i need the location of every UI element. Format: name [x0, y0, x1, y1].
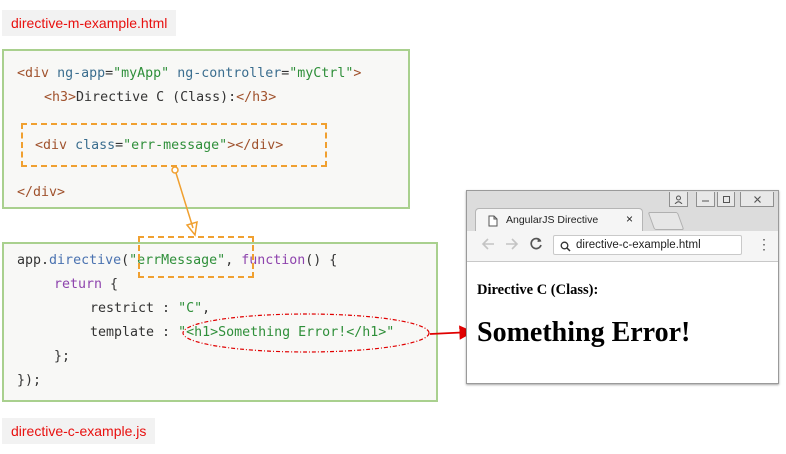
browser-toolbar: directive-c-example.html ⋮ — [467, 231, 778, 262]
js-code-line-2: return { — [54, 277, 119, 292]
maximize-button[interactable] — [717, 192, 735, 207]
js-code-line-1: app.directive("errMessage", function() { — [17, 253, 338, 268]
js-code-line-6: }); — [17, 373, 42, 388]
page-heading: Directive C (Class): — [477, 282, 599, 298]
tab-title: AngularJS Directive — [506, 214, 599, 226]
orange-connector — [171, 166, 198, 237]
new-tab-button[interactable] — [647, 212, 685, 230]
err-message-highlight — [21, 123, 327, 167]
rendered-output: Something Error! — [477, 317, 691, 348]
browser-tab[interactable]: AngularJS Directive × — [475, 208, 643, 232]
minimize-button[interactable] — [696, 192, 715, 207]
js-code-line-5: }; — [54, 349, 71, 364]
search-icon — [560, 239, 571, 257]
address-bar[interactable]: directive-c-example.html — [553, 235, 742, 255]
js-code-line-3: restrict : "C", — [90, 301, 211, 316]
browser-titlebar: AngularJS Directive × — [467, 191, 778, 232]
red-connector-arrow — [429, 325, 474, 340]
page-icon — [488, 214, 498, 232]
html-code-box: <div ng-app="myApp" ng-controller="myCtr… — [2, 49, 410, 209]
html-code-line-3: <div class="err-message"></div> — [35, 138, 284, 153]
user-icon[interactable] — [669, 192, 688, 207]
url-text: directive-c-example.html — [576, 239, 701, 251]
tab-close-icon[interactable]: × — [625, 212, 633, 226]
menu-dots-icon[interactable]: ⋮ — [757, 236, 771, 252]
reload-icon[interactable] — [529, 237, 543, 255]
browser-window: AngularJS Directive × directive-c-exampl… — [466, 190, 779, 384]
close-window-button[interactable] — [740, 192, 774, 207]
orange-connector-line — [175, 172, 194, 229]
js-code-line-4: template : "<h1>Something Error!</h1>" — [90, 325, 395, 340]
html-code-line-2: <h3>Directive C (Class):</h3> — [44, 90, 277, 105]
html-file-label: directive-m-example.html — [2, 10, 177, 36]
html-code-line-4: </div> — [17, 185, 66, 200]
back-arrow-icon[interactable] — [481, 237, 495, 255]
connector-start-dot — [171, 166, 179, 174]
js-file-label: directive-c-example.js — [2, 418, 156, 444]
err-message-name-highlight — [138, 236, 254, 278]
html-code-line-1: <div ng-app="myApp" ng-controller="myCtr… — [17, 66, 362, 81]
forward-arrow-icon[interactable] — [505, 237, 519, 255]
template-highlight-ellipse — [182, 313, 430, 353]
orange-arrowhead — [185, 220, 198, 237]
js-code-box: app.directive("errMessage", function() {… — [2, 242, 438, 402]
